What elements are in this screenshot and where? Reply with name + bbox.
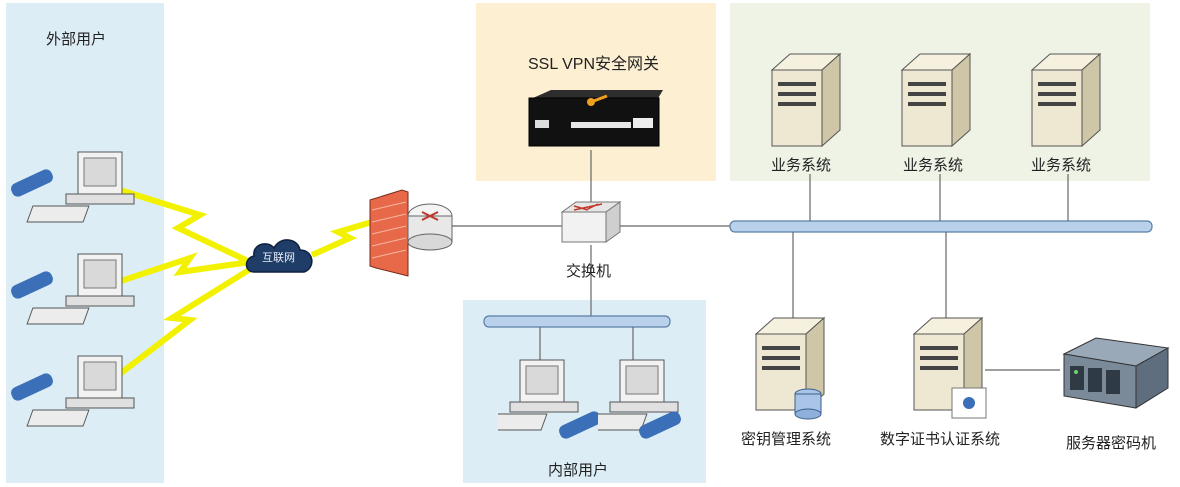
business-system-1-label: 业务系统 [771, 156, 832, 174]
firewall-icon [369, 189, 453, 277]
key-management-server-icon [754, 316, 826, 420]
external-users-title: 外部用户 [46, 30, 107, 48]
internet-cloud-icon [245, 239, 313, 273]
internal-pc-2-icon [598, 359, 681, 439]
main-bus [729, 220, 1153, 233]
internal-users-zone [463, 300, 706, 483]
lightning-link-2 [117, 252, 251, 285]
external-pc-3-icon [11, 355, 135, 427]
switch-icon [560, 201, 622, 243]
switch-label: 交换机 [566, 262, 612, 280]
hsm-label: 服务器密码机 [1066, 434, 1157, 452]
key-management-label: 密钥管理系统 [741, 430, 832, 448]
vpn-gateway-title: SSL VPN安全网关 [528, 56, 659, 73]
lightning-link-3 [110, 265, 254, 383]
internal-bus [483, 315, 671, 328]
business-system-2-label: 业务系统 [903, 156, 964, 174]
ca-system-label: 数字证书认证系统 [880, 430, 1001, 448]
business-server-1-icon [770, 52, 842, 148]
business-server-2-icon [900, 52, 972, 148]
lightning-link-4 [310, 219, 373, 258]
internet-label: 互联网 [262, 251, 295, 264]
ca-server-icon [912, 316, 987, 419]
business-system-3-label: 业务系统 [1031, 156, 1092, 174]
internal-pc-1-icon [498, 359, 601, 439]
vpn-gateway-appliance-icon [528, 90, 663, 147]
lightning-link-1 [119, 187, 252, 265]
hsm-device-icon [1062, 337, 1170, 409]
external-pc-2-icon [11, 253, 135, 325]
external-pc-1-icon [11, 151, 135, 223]
internal-users-title: 内部用户 [548, 461, 609, 479]
business-server-3-icon [1030, 52, 1102, 148]
